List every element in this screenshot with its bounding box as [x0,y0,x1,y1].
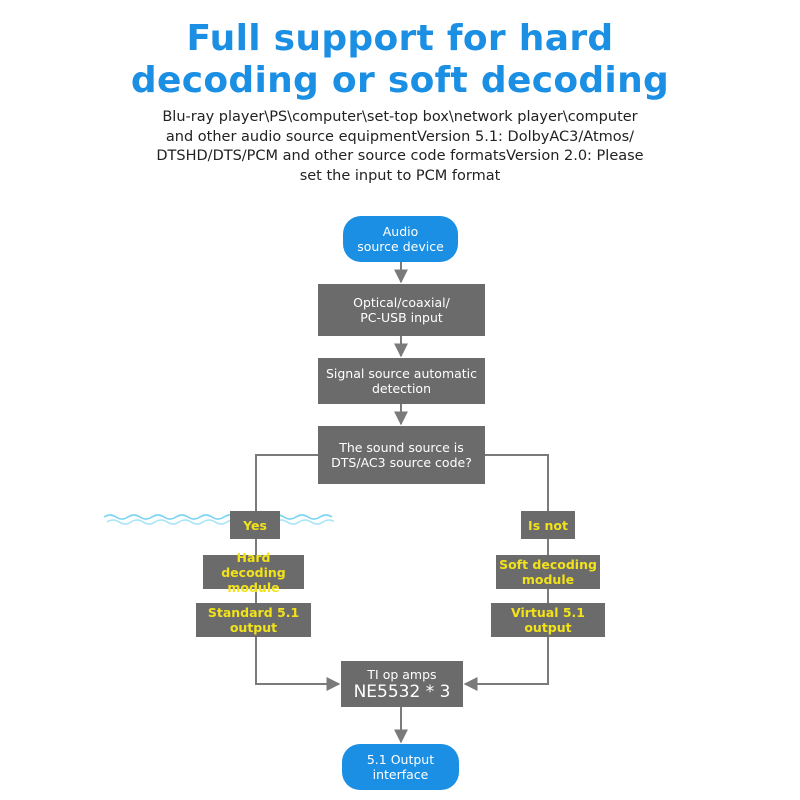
question-line-2: DTS/AC3 source code? [331,455,472,470]
standard-output-line-2: output [229,620,278,635]
standard-output-node: Standard 5.1 output [196,603,311,637]
description-line-3: DTSHD/DTS/PCM and other source code form… [156,148,644,164]
output-interface-line-2: interface [372,767,429,782]
description-text: Blu-ray player\PS\computer\set-top box\n… [130,108,670,186]
input-node: Optical/coaxial/ PC-USB input [318,284,485,336]
output-interface-line-1: 5.1 Output [366,752,435,767]
virtual-output-label: Virtual 5.1 output [511,605,585,635]
hard-decoding-node: Hard decoding module [203,550,304,595]
branch-yes-line [255,454,318,511]
soft-decoding-node: Soft decoding module [496,555,600,589]
audio-source-device-node: Audio source device [343,216,458,262]
ti-op-amps-node: TI op amps NE5532 * 3 [341,661,463,707]
water-wave-decoration [104,514,334,525]
title-line-1: Full support for hard [186,18,614,59]
output-interface-node: 5.1 Output interface [342,744,459,790]
standard-output-line-1: Standard 5.1 [207,605,300,620]
source-question-node: The sound source is DTS/AC3 source code? [318,426,485,484]
audio-source-line-1: Audio [382,224,419,239]
virtual-output-node: Virtual 5.1 output [491,603,605,637]
input-line-2: PC-USB input [360,310,443,325]
title-line-2: decoding or soft decoding [130,60,670,101]
audio-source-line-2: source device [357,239,444,254]
hard-decoding-line-1: Hard decoding [221,549,286,580]
is-not-label: Is not [528,517,568,533]
soft-decoding-line-2: module [521,572,575,587]
signal-detection-node: Signal source automatic detection [318,358,485,404]
arrow-virtual-to-opamps [463,637,549,691]
op-amps-line-1: TI op amps [367,666,437,682]
is-not-branch-label: Is not [521,511,575,539]
description-line-2: and other audio source equipmentVersion … [165,128,635,145]
description-line-1: Blu-ray player\PS\computer\set-top box\n… [162,109,638,125]
branch-no-line [485,454,549,511]
yes-label: Yes [243,517,267,533]
arrow-standard-to-opamps [255,637,341,691]
op-amps-line-2: NE5532 * 3 [353,681,451,702]
yes-branch-label: Yes [230,511,280,539]
hard-decoding-line-2: module [227,579,280,595]
soft-decoding-line-1: Soft decoding [499,557,597,572]
description-line-4: set the input to PCM format [299,167,501,184]
detection-line-1: Signal source automatic [325,366,478,381]
detection-line-2: detection [371,381,432,396]
page-title: Full support for hard decoding or soft d… [0,18,800,102]
question-line-1: The sound source is [339,440,464,455]
input-line-1: Optical/coaxial/ [353,295,450,310]
